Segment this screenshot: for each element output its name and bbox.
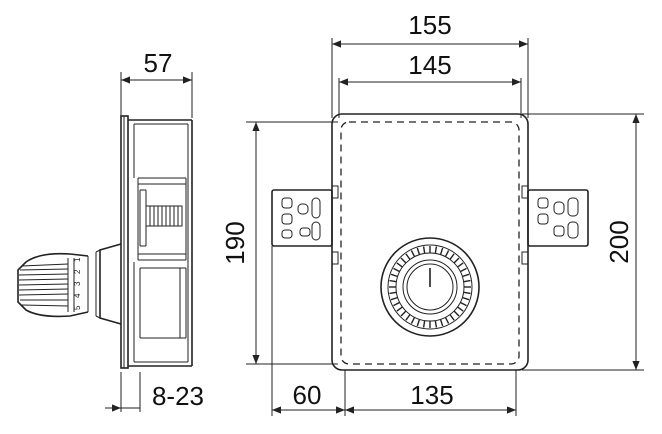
dial-tick — [393, 267, 401, 273]
dial-tick — [434, 246, 438, 254]
dial-tick — [457, 306, 464, 312]
front-box-inner — [340, 121, 520, 365]
dial-tick — [389, 291, 397, 295]
thermostat-dial-front — [380, 237, 480, 337]
dial-tick — [410, 316, 416, 324]
dial-tick — [444, 250, 450, 258]
dial-tick — [457, 262, 464, 268]
svg-text:2: 2 — [73, 269, 82, 274]
dial-tick — [422, 320, 426, 328]
dim-front-outer-height-label: 200 — [604, 220, 634, 263]
dial-tick — [459, 301, 467, 307]
dial-tick — [434, 320, 438, 328]
dial-tick — [453, 257, 460, 264]
dim-bracket-offset-label: 60 — [293, 380, 322, 410]
front-view: 155 145 190 200 60 — [220, 10, 644, 416]
dim-wall-range: 8-23 — [105, 381, 204, 412]
dial-grip-ticks — [389, 246, 471, 328]
dim-front-inner-width: 145 — [339, 50, 521, 86]
dim-bracket-offset: 60 — [272, 380, 345, 414]
dial-tick — [405, 314, 411, 321]
dim-front-outer-width: 155 — [332, 10, 528, 48]
dial-tick — [416, 247, 421, 255]
dim-front-inner-width-label: 145 — [408, 50, 451, 80]
dial-tick — [390, 296, 398, 301]
dial-tick — [463, 279, 471, 283]
dial-tick — [416, 319, 421, 327]
svg-text:3: 3 — [73, 281, 82, 286]
mounting-bracket-right — [527, 189, 589, 247]
dim-front-outer-height: 200 — [604, 114, 640, 370]
dial-tick — [422, 246, 426, 254]
dial-tick — [400, 257, 407, 264]
dim-bracket-spacing-label: 135 — [410, 380, 453, 410]
dim-front-inner-height-label: 190 — [220, 221, 250, 264]
dim-side-depth: 57 — [121, 48, 192, 84]
dial-tick — [463, 291, 471, 295]
dim-wall-range-label: 8-23 — [152, 381, 204, 411]
dial-tick — [396, 306, 403, 312]
dial-tick — [405, 253, 411, 260]
dim-front-outer-width-label: 155 — [408, 10, 451, 40]
dim-front-inner-height: 190 — [220, 122, 260, 364]
mounting-bracket-left — [271, 189, 333, 247]
svg-text:1: 1 — [73, 257, 82, 262]
svg-text:4: 4 — [73, 293, 82, 298]
dial-tick — [396, 262, 403, 268]
dial-tick — [462, 296, 470, 301]
dial-tick — [459, 267, 467, 273]
side-view: 57 8-23 — [17, 48, 204, 412]
knob-grip-lines — [18, 258, 75, 312]
dial-tick — [453, 310, 460, 317]
dial-tick — [393, 301, 401, 307]
svg-text:5: 5 — [73, 305, 82, 310]
dial-tick — [400, 310, 407, 317]
dial-tick — [439, 319, 444, 327]
knob-scale: 1 2 3 4 5 — [73, 257, 82, 310]
dial-tick — [462, 273, 470, 278]
dial-tick — [449, 314, 455, 321]
dial-tick — [389, 279, 397, 283]
front-box-outer — [331, 113, 529, 371]
dial-tick — [444, 316, 450, 324]
dim-bracket-spacing: 135 — [345, 380, 516, 414]
box-body-side — [128, 119, 193, 367]
dial-tick — [439, 247, 444, 255]
dial-tick — [390, 273, 398, 278]
dial-tick — [410, 250, 416, 258]
thermostat-knob-side: 1 2 3 4 5 — [17, 243, 122, 325]
dim-side-depth-label: 57 — [144, 48, 173, 78]
dial-tick — [449, 253, 455, 260]
